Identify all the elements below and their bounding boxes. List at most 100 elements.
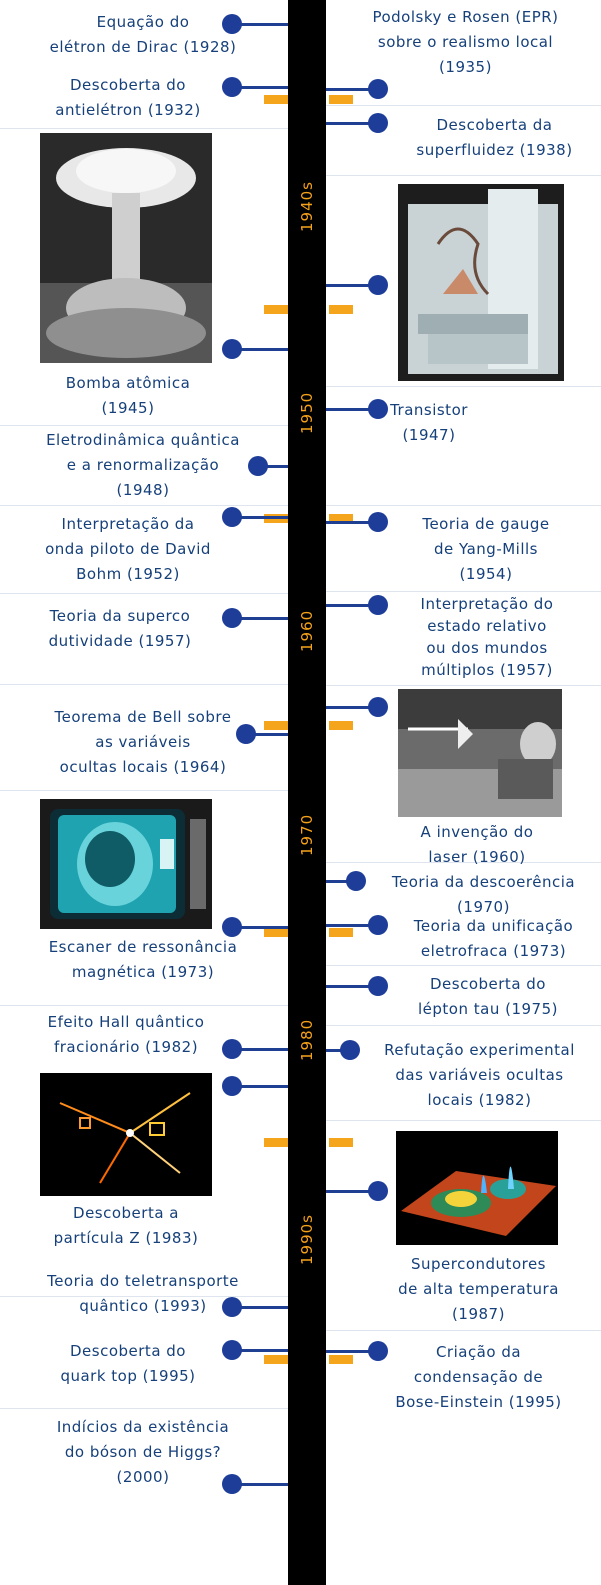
z-particle-photo [40, 1073, 212, 1196]
year-tick [264, 95, 288, 104]
event-label-htc-superconductors: Supercondutores de alta temperatura (198… [398, 1255, 559, 1323]
connector [326, 985, 378, 988]
separator [0, 128, 288, 129]
event-label-bohm: Interpretação da onda piloto de David Bo… [45, 515, 211, 583]
transistor-photo [398, 184, 564, 381]
connector [326, 1350, 378, 1353]
event-label-fractional-hall: Efeito Hall quântico fracionário (1982) [47, 1013, 205, 1056]
event-dot[interactable] [368, 915, 388, 935]
separator [326, 685, 601, 686]
superconductor-photo [396, 1131, 558, 1245]
connector [232, 23, 288, 26]
separator [326, 965, 601, 966]
year-tick [264, 1355, 288, 1364]
event-dot[interactable] [368, 595, 388, 615]
event-dot[interactable] [222, 608, 242, 628]
connector [326, 706, 378, 709]
event-dot[interactable] [368, 512, 388, 532]
event-dot[interactable] [222, 917, 242, 937]
event-dot[interactable] [222, 14, 242, 34]
separator [326, 105, 601, 106]
connector [232, 926, 288, 929]
event-dot[interactable] [346, 871, 366, 891]
separator [326, 862, 601, 863]
event-dot[interactable] [236, 724, 256, 744]
connector [326, 1190, 378, 1193]
decade-label: 1990s [298, 1214, 316, 1266]
event-label-top-quark: Descoberta do quark top (1995) [60, 1342, 196, 1385]
connector [232, 516, 288, 519]
event-dot[interactable] [368, 1181, 388, 1201]
event-dot[interactable] [222, 1340, 242, 1360]
decade-label: 1980 [298, 1018, 316, 1062]
separator [326, 1120, 601, 1121]
event-dot[interactable] [368, 79, 388, 99]
event-dot[interactable] [368, 976, 388, 996]
timeline-spine [288, 0, 326, 1585]
event-label-teleportation: Teoria do teletransporte quântico (1993) [47, 1272, 239, 1315]
event-label-dirac: Equação do elétron de Dirac (1928) [49, 13, 237, 56]
connector [232, 617, 288, 620]
event-label-many-worlds: Interpretação do estado relativo ou dos … [420, 595, 554, 679]
event-dot[interactable] [368, 399, 388, 419]
event-dot[interactable] [222, 1039, 242, 1059]
connector [232, 1483, 288, 1486]
connector [326, 521, 378, 524]
connector [232, 1048, 288, 1051]
event-dot[interactable] [222, 1474, 242, 1494]
event-dot[interactable] [368, 113, 388, 133]
event-dot[interactable] [368, 275, 388, 295]
event-label-atomic-bomb: Bomba atômica (1945) [65, 374, 191, 417]
connector [232, 1085, 288, 1088]
event-dot[interactable] [368, 697, 388, 717]
laser-photo [398, 689, 562, 817]
connector [246, 733, 288, 736]
event-label-superfluid: Descoberta da superfluidez (1938) [416, 116, 573, 159]
event-label-qed: Eletrodinâmica quântica e a renormalizaç… [46, 431, 240, 499]
separator [0, 1296, 288, 1297]
event-dot[interactable] [222, 339, 242, 359]
separator [0, 1408, 288, 1409]
event-dot[interactable] [340, 1040, 360, 1060]
event-label-hidden-variables: Refutação experimental das variáveis ocu… [384, 1041, 575, 1109]
year-tick [329, 1355, 353, 1364]
event-dot[interactable] [222, 507, 242, 527]
event-label-z-particle: Descoberta a partícula Z (1983) [53, 1204, 199, 1247]
event-label-electroweak: Teoria da unificação eletrofraca (1973) [413, 917, 574, 960]
event-dot[interactable] [222, 1076, 242, 1096]
decade-label: 1950 [298, 391, 316, 435]
event-label-decoherence: Teoria da descoerência (1970) [391, 873, 576, 916]
event-label-tau: Descoberta do lépton tau (1975) [418, 975, 558, 1018]
connector [326, 924, 378, 927]
year-tick [329, 305, 353, 314]
event-label-transistor: Transistor (1947) [390, 401, 468, 444]
event-dot[interactable] [248, 456, 268, 476]
event-label-antielectron: Descoberta do antielétron (1932) [55, 76, 201, 119]
year-tick [329, 928, 353, 937]
event-label-yang-mills: Teoria de gauge de Yang-Mills (1954) [422, 515, 550, 583]
decade-label: 1970 [298, 813, 316, 857]
year-tick [329, 1138, 353, 1147]
event-label-mri: Escaner de ressonância magnética (1973) [48, 938, 238, 981]
connector [326, 880, 356, 883]
decade-label: 1960 [298, 609, 316, 653]
year-tick [264, 928, 288, 937]
separator [326, 505, 601, 506]
decade-label: 1940s [298, 181, 316, 233]
separator [326, 1330, 601, 1331]
event-label-bell: Teorema de Bell sobre as variáveis ocult… [54, 708, 232, 776]
event-label-bec: Criação da condensação de Bose-Einstein … [395, 1343, 562, 1411]
event-dot[interactable] [368, 1341, 388, 1361]
year-tick [264, 721, 288, 730]
event-dot[interactable] [222, 1297, 242, 1317]
year-tick [264, 305, 288, 314]
separator [326, 386, 601, 387]
separator [0, 505, 288, 506]
separator [0, 425, 288, 426]
connector [232, 348, 288, 351]
connector [326, 408, 378, 411]
event-dot[interactable] [222, 77, 242, 97]
separator [326, 1025, 601, 1026]
connector [326, 122, 378, 125]
